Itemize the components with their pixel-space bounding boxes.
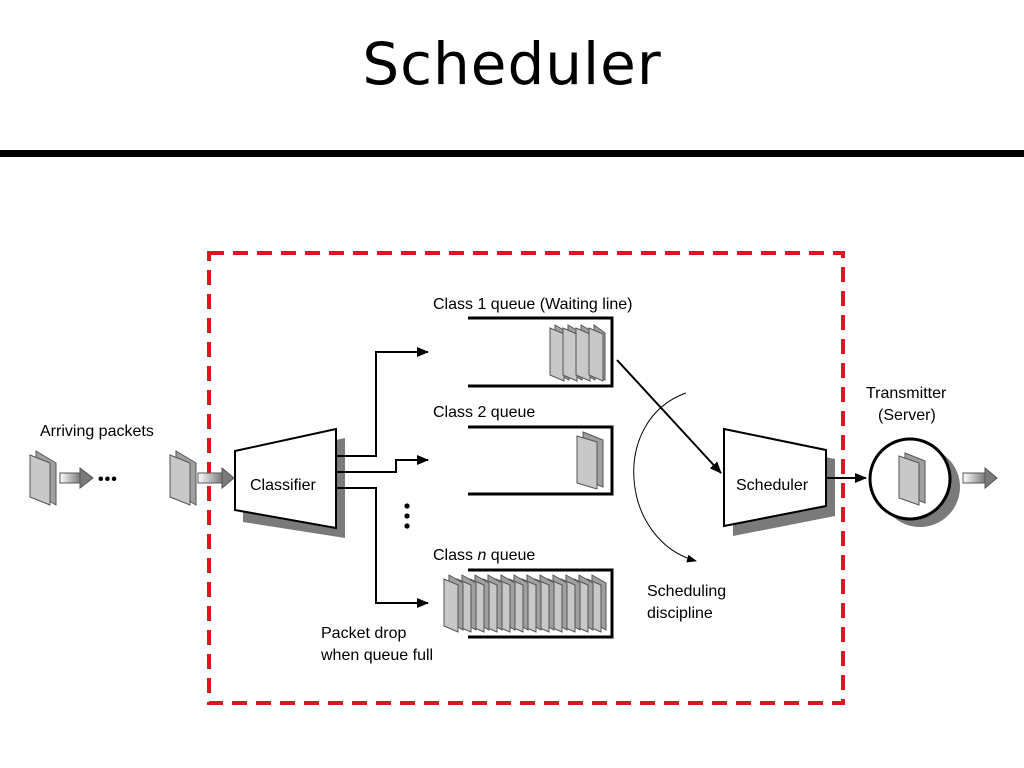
classn-queue-label: Class n queue: [433, 547, 535, 564]
classn-packets: [443, 574, 607, 633]
class1-queue-label: Class 1 queue (Waiting line): [433, 296, 633, 313]
arriving-packets-label: Arriving packets: [40, 423, 154, 440]
arriving-ellipsis: •••: [98, 471, 118, 488]
title-divider: [0, 150, 1024, 157]
class2-route-arrow: [337, 455, 429, 473]
scheduler-block: [723, 427, 827, 528]
class2-queue-label: Class 2 queue: [433, 404, 535, 421]
class1-queue: [468, 316, 614, 388]
class2-queue: [468, 425, 614, 496]
classn-route-arrow: [337, 487, 429, 608]
queue-to-scheduler-arrow: [616, 359, 722, 474]
page-title: Scheduler: [362, 30, 662, 98]
class1-route-arrow: [337, 347, 429, 457]
class2-packets: [576, 431, 604, 490]
classn-queue: [468, 568, 614, 639]
arriving-packet: [169, 450, 197, 506]
flow-arrow: [59, 466, 94, 490]
scheduling-discipline-label-line1: Scheduling: [647, 583, 726, 600]
output-arrow: [962, 466, 998, 490]
classifier-block: [234, 427, 337, 530]
flow-arrow: [197, 466, 235, 490]
classn-packet: [443, 578, 459, 633]
transmitter-label-line2: (Server): [878, 407, 936, 424]
classifier-label: Classifier: [250, 477, 316, 494]
scheduler-label: Scheduler: [736, 477, 809, 494]
packet-drop-label-line2: when queue full: [320, 647, 433, 664]
transmitter-label-line1: Transmitter: [866, 385, 947, 402]
class1-packets: [549, 324, 606, 382]
arriving-packet: [29, 450, 57, 506]
scheduler-boundary: [207, 251, 845, 705]
packet-drop-label-line1: Packet drop: [321, 625, 406, 642]
scheduling-discipline-arc: [633, 392, 697, 563]
scheduling-discipline-label-line2: discipline: [647, 605, 713, 622]
transmitter-packet: [898, 452, 926, 506]
queue-ellipsis: [404, 503, 410, 529]
